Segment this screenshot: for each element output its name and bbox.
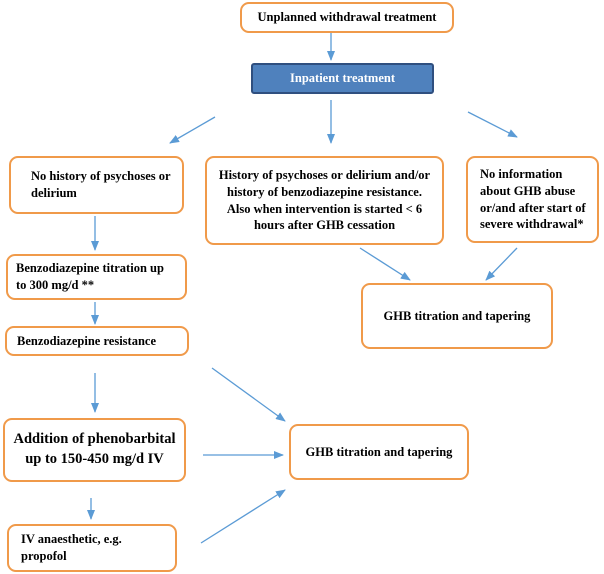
no-history-box: No history of psychoses or delirium (9, 156, 184, 214)
ghb-titration-right-box: GHB titration and tapering (361, 283, 553, 349)
history-box: History of psychoses or delirium and/or … (205, 156, 444, 245)
phenobarbital-box: Addition of phenobarbital up to 150-450 … (3, 418, 186, 482)
ghb-titration-center-box: GHB titration and tapering (289, 424, 469, 480)
arrow-resistance-to-ghb-center (211, 367, 286, 422)
ghb-titration-center-label: GHB titration and tapering (305, 444, 453, 459)
arrow-no-info-to-ghb-right (485, 247, 518, 281)
benzo-titration-label: Benzodiazepine titration up to 300 mg/d … (16, 261, 164, 292)
ghb-titration-right-label: GHB titration and tapering (383, 308, 531, 323)
arrow-inpatient-to-no-info (467, 111, 518, 138)
arrow-anaesthetic-to-ghb-center (200, 489, 286, 544)
unplanned-withdrawal-box: Unplanned withdrawal treatment (240, 2, 454, 33)
unplanned-withdrawal-label: Unplanned withdrawal treatment (257, 10, 437, 25)
phenobarbital-label: Addition of phenobarbital up to 150-450 … (13, 431, 176, 467)
inpatient-treatment-label: Inpatient treatment (290, 71, 395, 86)
history-label: History of psychoses or delirium and/or … (218, 167, 431, 233)
inpatient-treatment-box: Inpatient treatment (251, 63, 434, 94)
benzo-resistance-box: Benzodiazepine resistance (5, 326, 189, 356)
iv-anaesthetic-label: IV anaesthetic, e.g. propofol (21, 532, 122, 563)
arrow-inpatient-to-no-history (169, 116, 216, 144)
no-info-label: No information about GHB abuse or/and af… (480, 166, 586, 232)
iv-anaesthetic-box: IV anaesthetic, e.g. propofol (7, 524, 177, 572)
benzo-resistance-label: Benzodiazepine resistance (17, 333, 156, 348)
arrow-history-to-ghb-right (359, 247, 411, 281)
benzo-titration-box: Benzodiazepine titration up to 300 mg/d … (6, 254, 187, 300)
no-info-box: No information about GHB abuse or/and af… (466, 156, 599, 243)
no-history-label: No history of psychoses or delirium (31, 169, 171, 200)
